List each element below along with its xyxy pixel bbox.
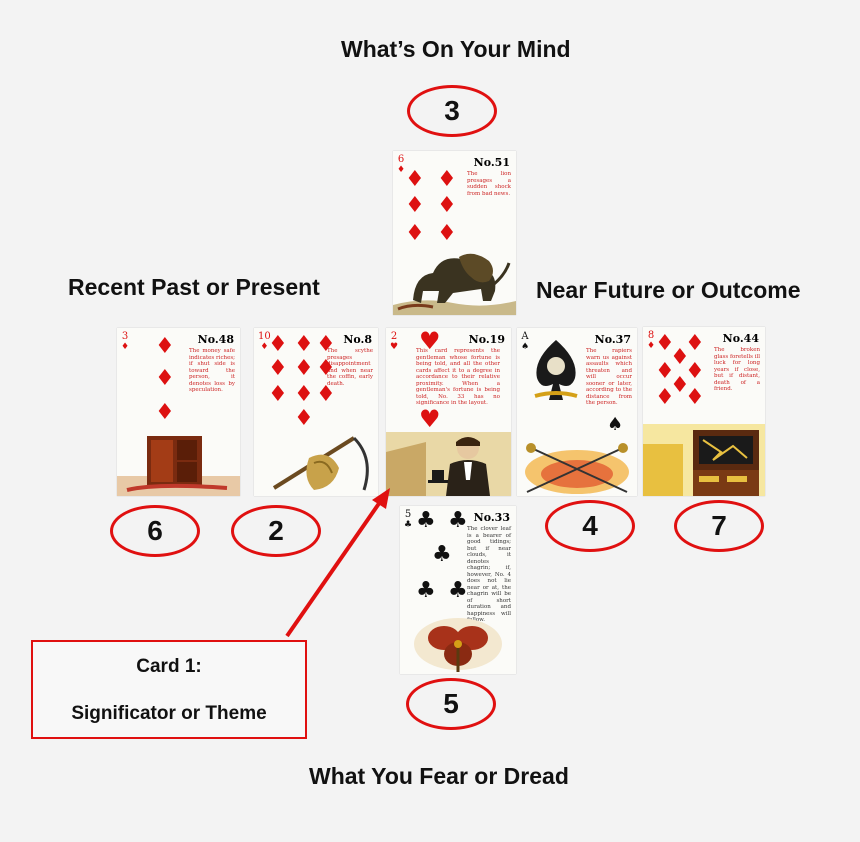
card-number: No.8 — [343, 333, 372, 346]
gentleman-illustration — [386, 432, 511, 496]
club-icon: ♣ — [448, 578, 468, 603]
card-lion: 6♦ No.51 The lion presages a sudden shoc… — [393, 151, 516, 315]
club-icon: ♣ — [448, 508, 468, 533]
position-oval-5: 5 — [406, 678, 496, 730]
card-corner: 2♥ — [390, 331, 399, 353]
rapiers-illustration — [517, 438, 637, 496]
label-recent-past: Recent Past or Present — [68, 274, 320, 300]
broken-glass-illustration — [643, 424, 765, 496]
callout-title: Card 1: — [136, 656, 202, 677]
position-oval-6: 6 — [110, 505, 200, 557]
club-icon: ♣ — [416, 578, 436, 603]
card-number: No.44 — [722, 332, 759, 345]
diamond-icon: ♦ — [268, 356, 288, 381]
card-rapiers: A♠ No.37 The rapiers warn us against ass… — [517, 328, 637, 496]
diamond-icon: ♦ — [655, 331, 675, 356]
scythe-illustration — [254, 428, 378, 496]
diamond-icon: ♦ — [155, 366, 175, 391]
card-corner: A♠ — [521, 331, 530, 353]
position-oval-4: 4 — [545, 500, 635, 552]
card-verse: The clover leaf is a bearer of good tidi… — [467, 526, 511, 623]
diamond-icon: ♦ — [405, 221, 425, 246]
card-number: No.19 — [468, 333, 505, 346]
diamond-icon: ♦ — [268, 382, 288, 407]
diamond-icon: ♦ — [670, 345, 690, 370]
position-oval-2: 2 — [231, 505, 321, 557]
card-verse: The money safe indicates riches; if shut… — [189, 348, 235, 393]
heart-icon: ♥ — [419, 328, 441, 355]
card-corner: 5♣ — [404, 509, 413, 531]
card-scythe: 10♦ No.8 The scythe presages disappointm… — [254, 328, 378, 496]
diamond-icon: ♦ — [655, 385, 675, 410]
diamond-icon: ♦ — [437, 221, 457, 246]
club-icon: ♣ — [416, 508, 436, 533]
spade-ornament — [531, 338, 581, 404]
diamond-icon: ♦ — [294, 382, 314, 407]
card-clover: 5♣ No.33 The clover leaf is a bearer of … — [400, 506, 516, 674]
diamond-icon: ♦ — [685, 359, 705, 384]
label-near-future: Near Future or Outcome — [536, 277, 801, 303]
diamond-icon: ♦ — [316, 356, 336, 381]
diamond-icon: ♦ — [405, 167, 425, 192]
clover-illustration — [400, 608, 516, 674]
significator-callout: Card 1: Significator or Theme — [31, 640, 307, 739]
card-number: No.51 — [473, 156, 510, 169]
club-icon: ♣ — [432, 542, 452, 567]
diamond-icon: ♦ — [294, 406, 314, 431]
card-corner: 10♦ — [258, 331, 271, 353]
diamond-icon: ♦ — [155, 334, 175, 359]
heart-icon: ♥ — [419, 405, 441, 433]
diamond-icon: ♦ — [268, 332, 288, 357]
diamond-icon: ♦ — [685, 331, 705, 356]
card-corner: 3♦ — [121, 331, 130, 353]
card-number: No.48 — [197, 333, 234, 346]
label-whats-on-your-mind: What’s On Your Mind — [341, 36, 571, 62]
card-number: No.37 — [594, 333, 631, 346]
position-oval-7: 7 — [674, 500, 764, 552]
diamond-icon: ♦ — [670, 373, 690, 398]
diamond-icon: ♦ — [316, 382, 336, 407]
card-verse: The broken glass foretells ill luck for … — [714, 347, 761, 392]
callout-subtitle: Significator or Theme — [71, 703, 267, 724]
diamond-icon: ♦ — [655, 359, 675, 384]
diamond-icon: ♦ — [294, 332, 314, 357]
card-broken-glass: 8♦ No.44 The broken glass foretells ill … — [643, 327, 765, 496]
diamond-icon: ♦ — [405, 193, 425, 218]
diamond-icon: ♦ — [316, 332, 336, 357]
card-corner: 8♦ — [647, 330, 656, 352]
position-oval-3: 3 — [407, 85, 497, 137]
card-verse: This card represents the gentleman whose… — [416, 348, 500, 406]
diamond-icon: ♦ — [685, 385, 705, 410]
diamond-icon: ♦ — [155, 400, 175, 425]
card-verse: The lion presages a sudden shock from ba… — [467, 171, 511, 197]
money-chest-illustration — [117, 428, 240, 496]
card-chest: 3♦ No.48 The money safe indicates riches… — [117, 328, 240, 496]
card-corner: 6♦ — [397, 154, 406, 176]
diamond-icon: ♦ — [437, 167, 457, 192]
lion-illustration — [393, 245, 516, 315]
card-verse: The scythe presages disappointment and w… — [327, 348, 373, 387]
label-fear-or-dread: What You Fear or Dread — [309, 763, 569, 789]
diamond-icon: ♦ — [437, 193, 457, 218]
spade-icon: ♠ — [607, 414, 624, 435]
diamond-icon: ♦ — [294, 356, 314, 381]
card-verse: The rapiers warn us against assaults whi… — [586, 348, 632, 406]
card-gentleman: 2♥ No.19 This card represents the gentle… — [386, 328, 511, 496]
card-number: No.33 — [473, 511, 510, 524]
